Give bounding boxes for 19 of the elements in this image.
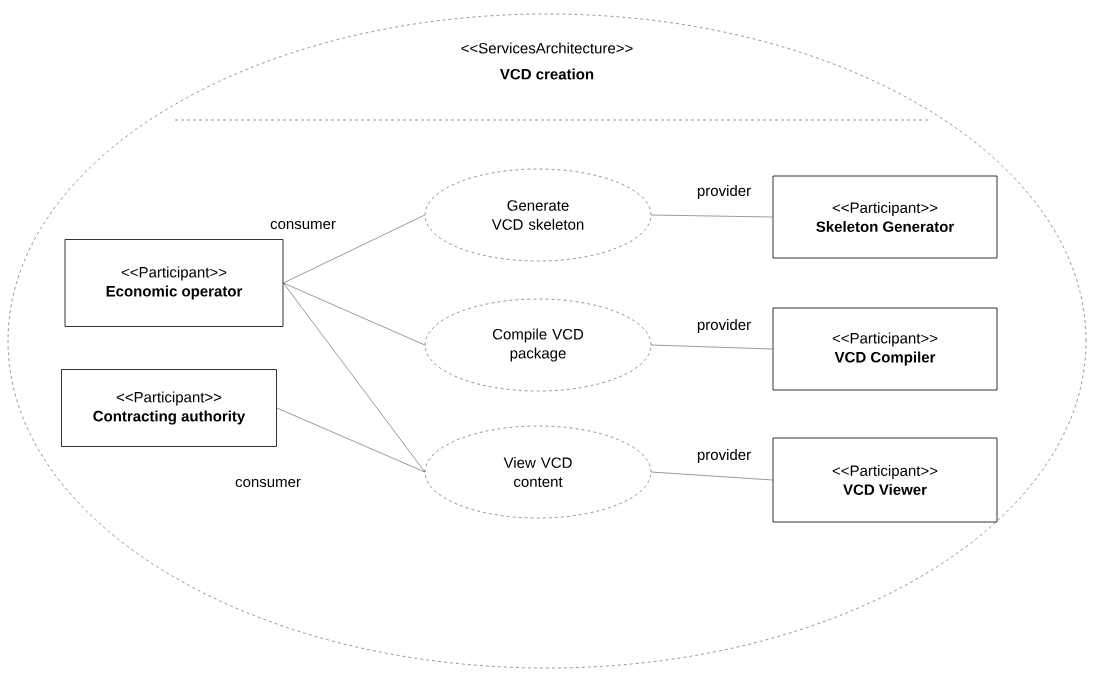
stereotype-label: <<ServicesArchitecture>> (461, 42, 633, 54)
role-label: provider (695, 318, 753, 334)
connector-line (283, 282, 425, 473)
connector-line (283, 282, 425, 346)
connector-line (651, 471, 773, 481)
role-label: consumer (269, 219, 337, 231)
participant-box: <<Participant>> VCD Viewer (772, 437, 998, 523)
connector-line (276, 407, 425, 473)
connector-line (283, 214, 425, 284)
role-label: provider (695, 184, 753, 200)
boundary-title: VCD creation (500, 68, 594, 80)
role-label: consumer (234, 477, 302, 489)
participant-box: <<Participant>> Economic operator (64, 239, 284, 327)
connector-line (651, 214, 773, 218)
connector-line (651, 344, 773, 350)
participant-box: <<Participant>> Skeleton Generator (772, 175, 998, 259)
role-label: provider (695, 448, 753, 464)
participant-box: <<Participant>> Contracting authority (61, 369, 277, 447)
participant-box: <<Participant>> VCD Compiler (772, 307, 998, 391)
